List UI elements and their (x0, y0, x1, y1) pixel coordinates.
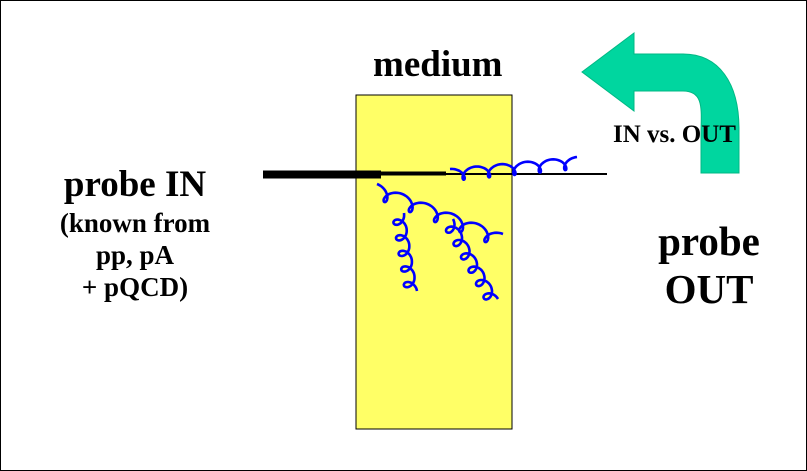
medium-label: medium (373, 44, 503, 85)
probe-out-text: probe OUT (619, 217, 799, 313)
probe-in-title: probe IN (63, 164, 207, 205)
probe-in-note-line: + pQCD) (81, 272, 189, 302)
probe-out-line-1: probe (658, 218, 760, 264)
medium-block (355, 94, 513, 430)
probe-out-line-2: OUT (664, 266, 754, 312)
gluon-radiation (376, 155, 578, 301)
probe-in-note-line: (known from (59, 208, 211, 238)
probe-in-text: probe IN (known from pp, pA + pQCD) (1, 163, 269, 303)
gluon-branch-left (392, 212, 419, 292)
gluon-main (376, 182, 504, 244)
probe-in-note-line: pp, pA (95, 240, 175, 270)
in-vs-out-label: IN vs. OUT (613, 121, 736, 148)
in-vs-out-arrow (581, 32, 740, 174)
gluon-upper (449, 155, 578, 181)
gluon-branch-right (444, 218, 500, 301)
